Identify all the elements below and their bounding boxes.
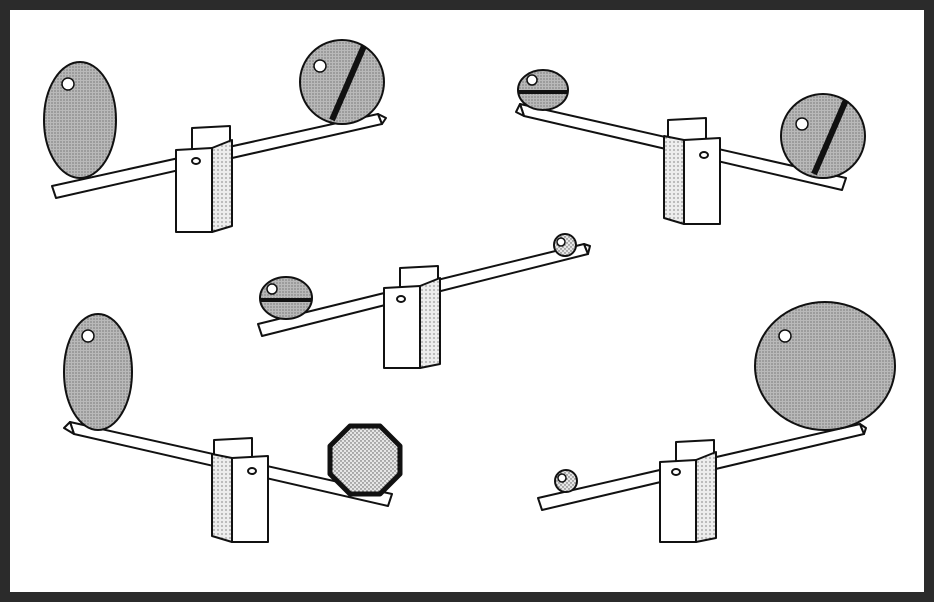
fulcrum-side (419, 277, 441, 369)
seesaw-top-right (515, 69, 866, 225)
highlight-dot (81, 329, 95, 343)
large-circle (754, 301, 896, 431)
fulcrum-front (383, 285, 421, 369)
plank-end (859, 423, 867, 435)
pivot-hole (191, 157, 201, 165)
highlight-dot (778, 329, 792, 343)
tall-ellipse (63, 313, 133, 431)
octagon (327, 423, 403, 497)
pivot-hole (247, 467, 257, 475)
highlight-dot (795, 117, 809, 131)
highlight-dot (266, 283, 278, 295)
seesaw-bottom-left (63, 313, 403, 543)
highlight-dot (313, 59, 327, 73)
highlight-dot (557, 473, 567, 483)
fulcrum-front (683, 137, 721, 225)
plank-end (63, 421, 75, 435)
highlight-dot (526, 74, 538, 86)
highlight-dot (556, 237, 566, 247)
plank-end (515, 103, 525, 117)
divider-line (329, 44, 367, 122)
fulcrum-front (659, 459, 697, 543)
fulcrum-side (695, 451, 717, 543)
small-circle (553, 233, 577, 257)
fulcrum-front (175, 147, 213, 233)
fulcrum-front (231, 455, 269, 543)
tall-ellipse (43, 61, 117, 179)
pivot-hole (671, 468, 681, 476)
highlight-dot (61, 77, 75, 91)
plank-end (377, 113, 387, 125)
seesaw-top-left (43, 39, 387, 233)
divider-line (811, 98, 849, 176)
seesaw-bottom-right (537, 301, 896, 543)
fulcrum-side (663, 135, 685, 225)
pivot-hole (699, 151, 709, 159)
divided-circle-large (299, 39, 385, 125)
divided-circle-large (780, 93, 866, 179)
pivot-hole (396, 295, 406, 303)
small-circle (554, 469, 578, 493)
plank-end (583, 243, 591, 255)
fulcrum-side (211, 139, 233, 233)
fulcrum-side (211, 453, 233, 543)
seesaw-center (257, 233, 591, 369)
